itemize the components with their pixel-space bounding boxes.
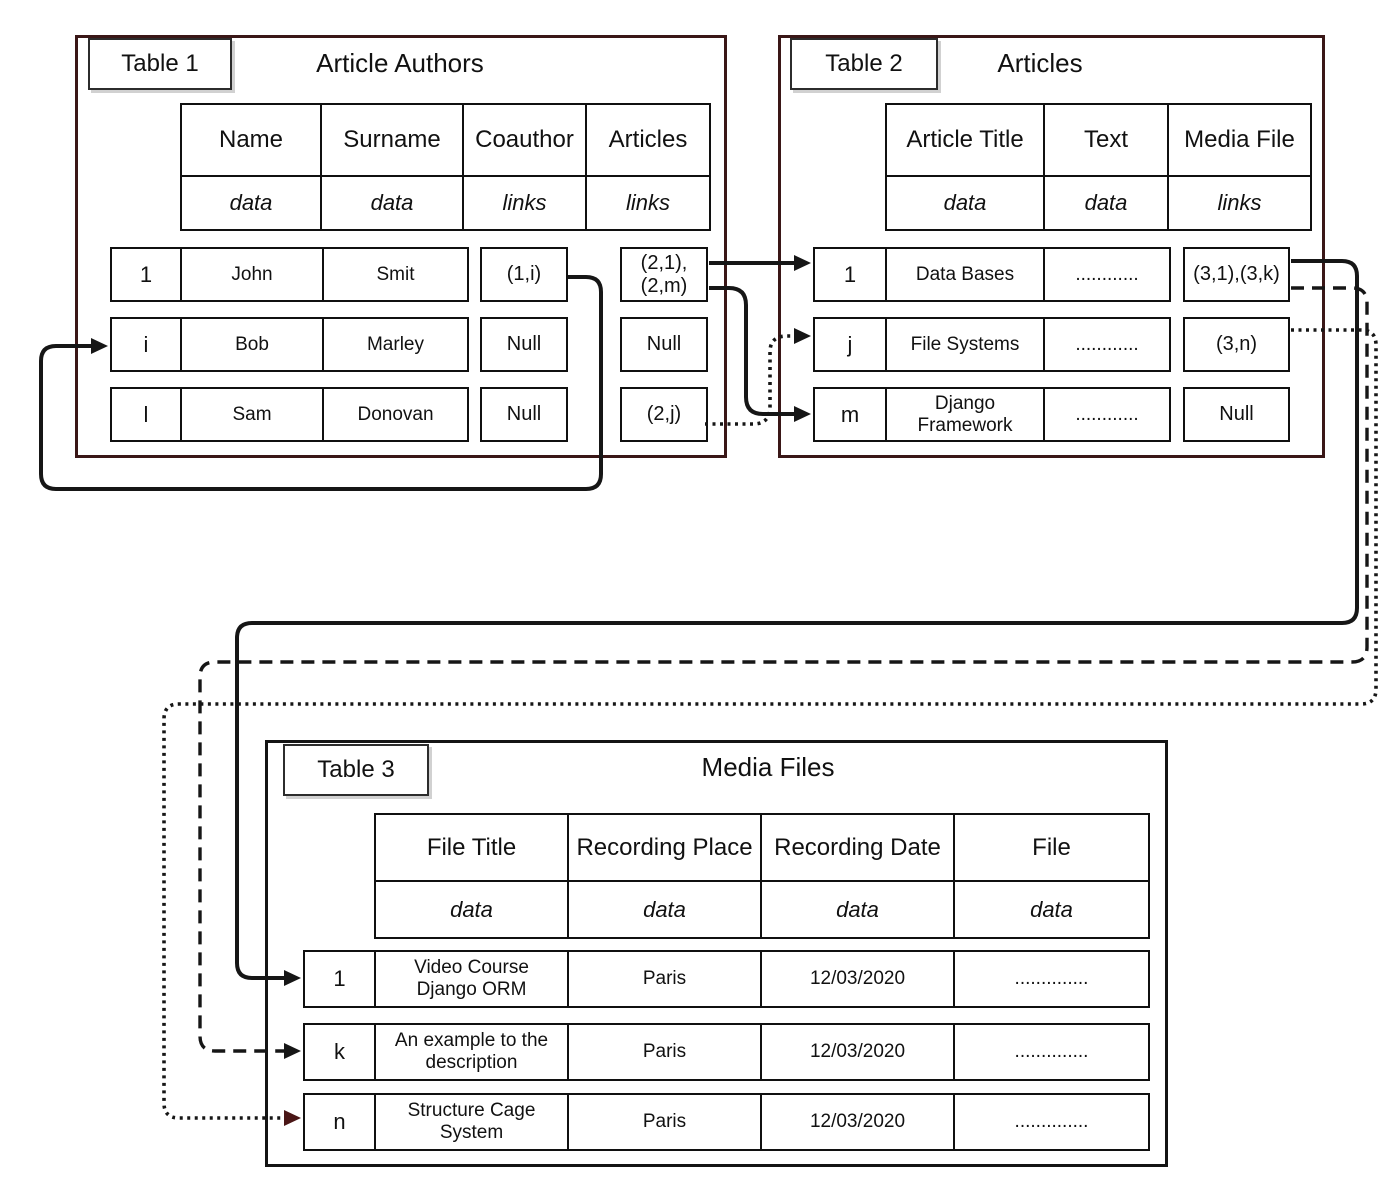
- link-cell: Null: [620, 317, 708, 372]
- column-kind: data: [1045, 177, 1169, 229]
- data-cell: Smit: [376, 263, 415, 285]
- link-cell: Null: [480, 387, 568, 442]
- data-cell: Sam: [182, 389, 324, 440]
- column-kind: links: [625, 190, 670, 215]
- column-header: Article Title: [887, 105, 1045, 177]
- data-cell: ............: [1075, 403, 1139, 425]
- column-header: Surname: [322, 105, 464, 177]
- id-cell: 1: [305, 952, 376, 1006]
- link-cell: (2,j): [620, 387, 708, 442]
- table2-title: Articles: [997, 48, 1083, 78]
- data-cell: Paris: [569, 1095, 762, 1149]
- column-kind: data: [182, 177, 322, 229]
- data-cell: ..............: [1014, 968, 1089, 990]
- table2-tab: Table 2: [790, 38, 938, 90]
- data-cell: ............: [1075, 333, 1139, 355]
- data-cell: 12/03/2020: [762, 1025, 955, 1079]
- data-cell: Paris: [569, 1025, 762, 1079]
- data-cell: 12/03/2020: [762, 952, 955, 1006]
- id-cell: n: [305, 1095, 376, 1149]
- column-header: Coauthor: [464, 105, 587, 177]
- data-cell: ..............: [1014, 1041, 1089, 1063]
- link-cell: Null: [480, 317, 568, 372]
- table3-title: Media Files: [701, 752, 835, 782]
- data-cell: Marley: [366, 333, 424, 355]
- data-cell: Structure Cage System: [376, 1095, 569, 1149]
- data-cell: Django Framework: [887, 389, 1045, 440]
- id-cell: 1: [815, 249, 887, 300]
- column-header: File: [955, 815, 1148, 882]
- id-cell: m: [815, 389, 887, 440]
- data-cell: Data Bases: [887, 249, 1045, 300]
- link-cell: (3,1),(3,k): [1183, 247, 1290, 302]
- column-kind: data: [376, 882, 569, 937]
- link-cell: (2,1), (2,m): [620, 247, 708, 302]
- table1-title: Article Authors: [316, 48, 484, 78]
- table3-tab: Table 3: [283, 744, 429, 796]
- data-cell: 12/03/2020: [762, 1095, 955, 1149]
- table1-tab: Table 1: [88, 38, 232, 90]
- id-cell: i: [112, 319, 182, 370]
- column-header: File Title: [376, 815, 569, 882]
- data-cell: Bob: [182, 319, 324, 370]
- id-cell: j: [815, 319, 887, 370]
- id-cell: 1: [112, 249, 182, 300]
- link-cell: (3,n): [1183, 317, 1290, 372]
- column-kind: data: [322, 177, 464, 229]
- column-header: Text: [1045, 105, 1169, 177]
- data-cell: John: [182, 249, 324, 300]
- link-cell: (1,i): [480, 247, 568, 302]
- column-header: Articles: [587, 105, 709, 177]
- column-kind: data: [762, 882, 955, 937]
- data-cell: Video Course Django ORM: [376, 952, 569, 1006]
- id-cell: k: [305, 1025, 376, 1079]
- column-header: Media File: [1169, 105, 1310, 177]
- link-cell: Null: [1183, 387, 1290, 442]
- column-kind: data: [1030, 896, 1073, 922]
- column-kind: links: [464, 177, 587, 229]
- column-kind: data: [887, 177, 1045, 229]
- id-cell: l: [112, 389, 182, 440]
- column-kind: links: [1217, 190, 1262, 215]
- data-cell: File Systems: [887, 319, 1045, 370]
- data-cell: ..............: [1014, 1111, 1089, 1133]
- column-header: Recording Place: [569, 815, 762, 882]
- column-header: Recording Date: [762, 815, 955, 882]
- column-header: Name: [182, 105, 322, 177]
- data-cell: Paris: [569, 952, 762, 1006]
- data-cell: An example to the description: [376, 1025, 569, 1079]
- data-cell: ............: [1075, 263, 1139, 285]
- data-cell: Donovan: [357, 403, 434, 425]
- column-kind: data: [569, 882, 762, 937]
